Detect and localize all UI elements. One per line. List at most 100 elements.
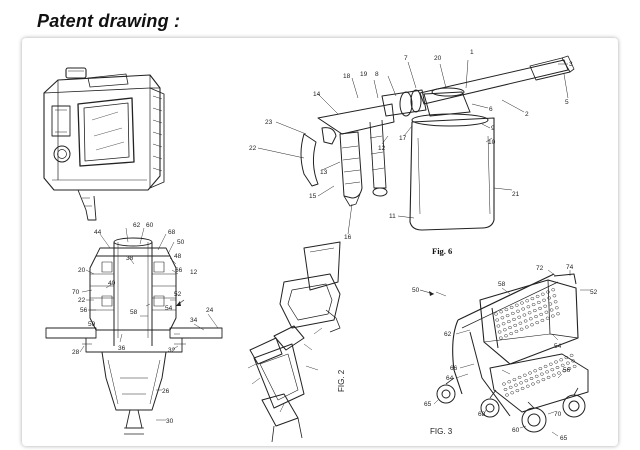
basket-hole bbox=[548, 302, 553, 306]
cart-label: 70 bbox=[554, 411, 562, 418]
patent-drawing-panel: 1 20 7 19 8 18 14 23 22 13 15 16 17 12 6… bbox=[22, 38, 618, 446]
section-label: 62 bbox=[133, 222, 141, 229]
section-label: 32 bbox=[168, 347, 176, 354]
section-label: 24 bbox=[206, 307, 214, 314]
cart-label: 60 bbox=[512, 427, 520, 434]
basket-hole bbox=[542, 298, 546, 302]
basket-hole bbox=[567, 367, 572, 371]
section-label: 54 bbox=[165, 305, 173, 312]
fig-6-caption: Fig. 6 bbox=[432, 246, 452, 256]
basket-hole bbox=[520, 386, 525, 390]
basket-hole bbox=[505, 314, 510, 318]
basket-hole bbox=[504, 334, 508, 338]
basket-hole bbox=[527, 311, 532, 315]
basket-hole bbox=[538, 306, 542, 310]
basket-hole bbox=[569, 353, 574, 357]
basket-hole bbox=[506, 320, 511, 324]
cart-label: 65 bbox=[560, 435, 568, 442]
section-label: 68 bbox=[168, 229, 176, 236]
basket-hole bbox=[560, 363, 565, 367]
basket-hole bbox=[546, 375, 551, 379]
buckle-drawing: FIG. 2 bbox=[247, 241, 346, 443]
section-label: 66 bbox=[175, 267, 183, 274]
basket-hole bbox=[499, 310, 504, 314]
basket-hole bbox=[540, 318, 545, 322]
basket-hole bbox=[536, 380, 541, 384]
sprayer-label: 9 bbox=[491, 125, 495, 132]
cart-lower-tray-holes bbox=[502, 353, 577, 397]
basket-hole bbox=[546, 290, 550, 294]
cart-label: 72 bbox=[536, 265, 544, 272]
basket-hole bbox=[554, 306, 559, 310]
section-label: 34 bbox=[190, 317, 198, 324]
basket-hole bbox=[517, 375, 522, 379]
basket-hole bbox=[530, 323, 534, 327]
sprayer-label: 22 bbox=[249, 145, 257, 152]
basket-hole bbox=[514, 383, 518, 387]
basket-hole bbox=[502, 382, 506, 386]
basket-hole bbox=[528, 371, 532, 375]
basket-hole bbox=[497, 330, 502, 334]
sprayer-label: 13 bbox=[320, 169, 328, 176]
basket-hole bbox=[514, 303, 519, 307]
sprayer-label: 20 bbox=[434, 55, 442, 62]
sprayer-label: 14 bbox=[313, 91, 321, 98]
basket-hole bbox=[539, 312, 544, 316]
basket-hole bbox=[500, 316, 505, 320]
basket-hole bbox=[496, 324, 501, 328]
cart-label: 54 bbox=[554, 343, 562, 350]
sprayer-label: 21 bbox=[512, 191, 520, 198]
cart-label: 52 bbox=[590, 289, 598, 296]
cart-label: 50 bbox=[412, 287, 420, 294]
basket-hole bbox=[534, 315, 538, 319]
basket-hole bbox=[519, 381, 523, 385]
basket-hole bbox=[507, 380, 512, 384]
section-label: 58 bbox=[130, 309, 138, 316]
cart-label: 68 bbox=[478, 411, 486, 418]
section-label: 59 bbox=[88, 321, 96, 328]
basket-hole bbox=[549, 308, 554, 312]
fig-2-caption: FIG. 2 bbox=[337, 369, 346, 392]
basket-hole bbox=[531, 303, 536, 307]
basket-hole bbox=[564, 356, 569, 360]
basket-hole bbox=[522, 373, 527, 377]
shopping-cart-drawing: 72 74 50 58 52 62 54 66 64 56 65 68 70 6… bbox=[412, 264, 598, 442]
sprayer-label: 17 bbox=[399, 135, 407, 142]
cart-labels: 72 74 50 58 52 62 54 66 64 56 65 68 70 6… bbox=[412, 264, 598, 442]
basket-hole bbox=[501, 322, 506, 326]
section-label: 52 bbox=[174, 291, 182, 298]
basket-hole bbox=[531, 382, 535, 386]
basket-hole bbox=[559, 358, 564, 362]
basket-hole bbox=[525, 299, 530, 303]
sprayer-label: 18 bbox=[343, 73, 351, 80]
sprayer-label: 16 bbox=[344, 234, 352, 241]
basket-hole bbox=[513, 323, 518, 327]
basket-hole bbox=[545, 370, 549, 374]
basket-hole bbox=[516, 309, 520, 313]
basket-hole bbox=[544, 310, 549, 314]
cart-label: 66 bbox=[450, 365, 458, 372]
basket-hole bbox=[510, 391, 515, 395]
section-label: 26 bbox=[162, 388, 170, 395]
basket-hole bbox=[535, 294, 540, 298]
basket-hole bbox=[525, 384, 530, 388]
basket-hole bbox=[553, 300, 558, 304]
basket-hole bbox=[557, 371, 561, 375]
section-label: 44 bbox=[94, 229, 102, 236]
basket-hole bbox=[571, 359, 575, 363]
cart-label: 56 bbox=[563, 367, 571, 374]
cart-label: 64 bbox=[446, 375, 454, 382]
sprayer-label: 10 bbox=[488, 139, 496, 146]
basket-hole bbox=[541, 378, 546, 382]
basket-hole bbox=[521, 307, 526, 311]
basket-hole bbox=[509, 332, 514, 336]
basket-hole bbox=[538, 367, 543, 371]
basket-hole bbox=[517, 315, 522, 319]
basket-hole bbox=[520, 301, 524, 305]
basket-hole bbox=[543, 364, 548, 368]
action-camera-drawing bbox=[43, 67, 165, 221]
basket-hole bbox=[494, 312, 498, 316]
patent-drawings-canvas: 1 20 7 19 8 18 14 23 22 13 15 16 17 12 6… bbox=[43, 49, 598, 443]
basket-hole bbox=[524, 325, 529, 329]
basket-hole bbox=[555, 365, 560, 370]
